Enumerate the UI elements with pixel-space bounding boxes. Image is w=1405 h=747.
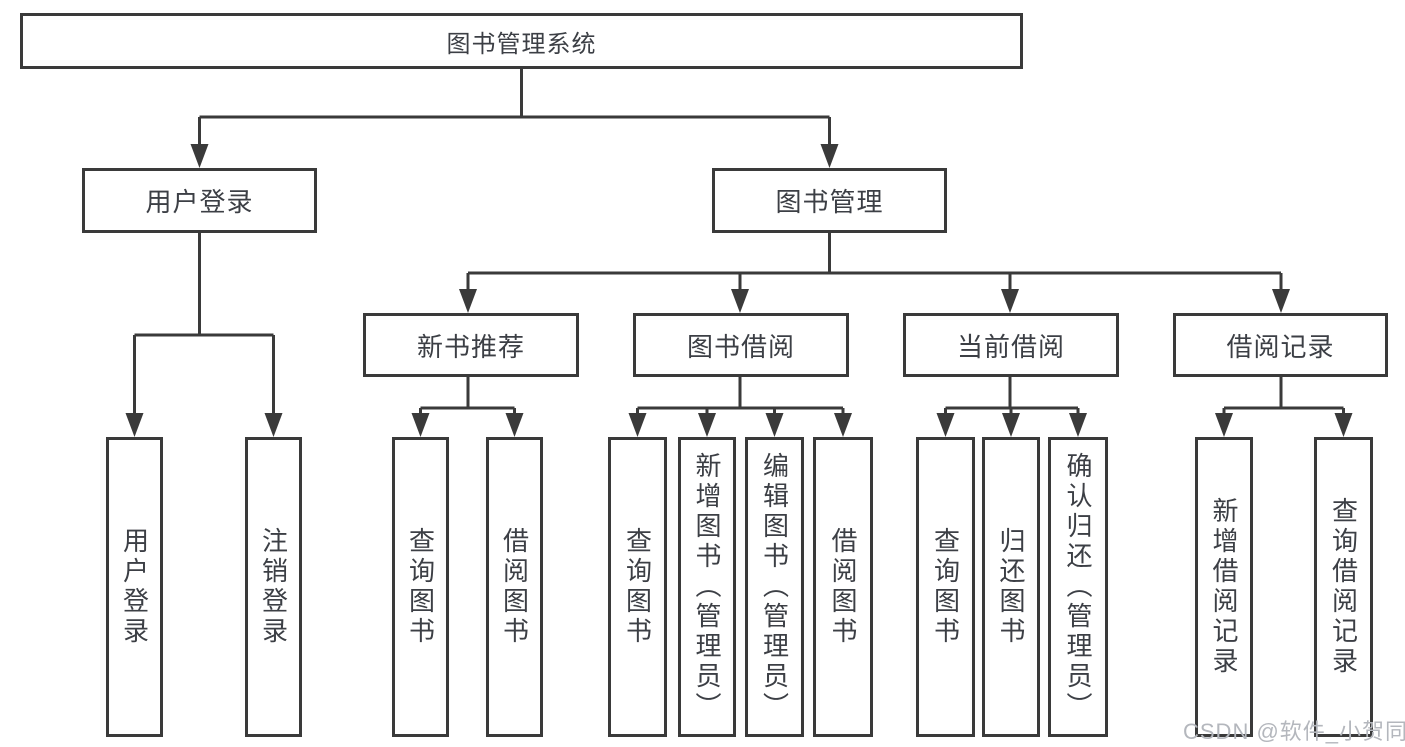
node-label: 编辑图书（管理员）	[759, 452, 790, 722]
arrowhead	[698, 413, 716, 437]
node-label: 借阅记录	[1226, 331, 1335, 362]
leaf-query-books-recommend: 查询图书	[392, 437, 449, 737]
connector-root-to-level2	[198, 69, 831, 146]
node-label: 确认归还（管理员）	[1063, 452, 1093, 722]
leaf-add-borrow-record: 新增借阅记录	[1195, 437, 1253, 737]
node-book-borrow: 图书借阅	[633, 313, 849, 377]
arrowhead	[820, 144, 839, 168]
connector-borrow-records-to-leaves	[1222, 377, 1345, 415]
node-label: 新增图书（管理员）	[692, 452, 722, 722]
leaf-user-login: 用户登录	[106, 437, 163, 737]
arrowhead	[936, 413, 955, 437]
node-label: 图书管理	[775, 187, 884, 217]
node-label: 查询图书	[930, 527, 961, 647]
leaf-borrow-books-recommend: 借阅图书	[486, 437, 543, 737]
connector-current-borrow-to-leaves	[944, 377, 1080, 415]
node-borrow-records: 借阅记录	[1173, 313, 1388, 377]
arrowhead	[505, 413, 524, 437]
arrowhead	[190, 144, 209, 168]
node-label: 新书推荐	[416, 331, 525, 362]
arrowhead	[125, 413, 144, 437]
arrowhead	[1069, 413, 1087, 437]
arrowhead	[411, 413, 430, 437]
arrowhead	[264, 413, 283, 437]
arrowhead	[1334, 413, 1353, 437]
leaf-return-book: 归还图书	[982, 437, 1040, 737]
arrowhead	[1001, 289, 1019, 313]
node-label: 归还图书	[996, 527, 1026, 647]
node-label: 借阅图书	[828, 527, 858, 647]
leaf-borrow-books-borrow: 借阅图书	[813, 437, 873, 737]
node-label: 图书借阅	[686, 331, 795, 362]
arrowhead	[628, 413, 647, 437]
node-book-management: 图书管理	[712, 168, 947, 233]
node-label: 查询图书	[405, 527, 436, 647]
node-new-book-recommend: 新书推荐	[363, 313, 579, 377]
csdn-watermark: CSDN @软件_小贺同学	[1183, 719, 1405, 744]
node-label: 新增借阅记录	[1209, 497, 1239, 677]
leaf-query-books-current: 查询图书	[916, 437, 975, 737]
node-user-login: 用户登录	[82, 168, 317, 233]
arrowhead	[1215, 413, 1233, 437]
node-label: 图书管理系统	[446, 30, 597, 58]
arrowhead	[1002, 413, 1020, 437]
arrowhead	[1272, 289, 1290, 313]
node-label: 查询图书	[622, 527, 653, 647]
node-label: 当前借阅	[956, 331, 1065, 362]
connector-book-borrow-to-leaves	[636, 377, 845, 415]
leaf-add-book-admin: 新增图书（管理员）	[678, 437, 736, 737]
node-current-borrow: 当前借阅	[903, 313, 1119, 377]
node-label: 借阅图书	[499, 527, 530, 647]
leaf-query-books-borrow: 查询图书	[608, 437, 667, 737]
arrowhead	[765, 413, 784, 437]
leaf-query-borrow-record: 查询借阅记录	[1314, 437, 1373, 737]
connector-book-management-to-level3	[466, 233, 1283, 291]
node-label: 用户登录	[145, 187, 254, 217]
node-label: 注销登录	[258, 527, 289, 647]
connector-new-book-recommend-to-leaves	[419, 377, 516, 415]
leaf-confirm-return-admin: 确认归还（管理员）	[1048, 437, 1108, 737]
leaf-logout: 注销登录	[245, 437, 302, 737]
node-library-management-system: 图书管理系统	[20, 13, 1023, 69]
connector-user-login-to-leaves	[133, 233, 275, 415]
arrowhead	[731, 289, 749, 313]
node-label: 查询借阅记录	[1328, 497, 1359, 677]
arrowhead	[834, 413, 852, 437]
node-label: 用户登录	[119, 527, 150, 647]
leaf-edit-book-admin: 编辑图书（管理员）	[745, 437, 804, 737]
arrowhead	[459, 289, 477, 313]
